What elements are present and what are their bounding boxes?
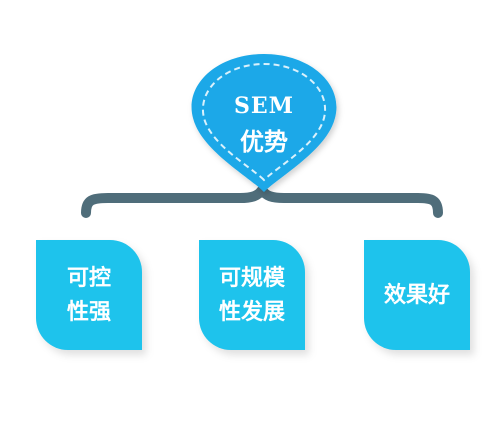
node-label-line: 可控 (66, 265, 111, 291)
node-controllable: 可控 性强 (36, 240, 146, 355)
node-card: 效果好 (364, 240, 470, 350)
root-title-line2: 优势 (240, 127, 288, 156)
root-pin-dashed-outline (201, 62, 327, 182)
node-label-line: 性发展 (218, 299, 285, 325)
node-label-line: 效果好 (383, 282, 450, 308)
bracket-connector (81, 185, 443, 218)
node-scalable: 可规模 性发展 (199, 240, 309, 355)
node-effective: 效果好 (364, 240, 474, 355)
root-title-line1: SEM (233, 93, 294, 119)
root-pin-shape (191, 54, 337, 192)
node-card: 可控 性强 (36, 240, 142, 350)
node-label-line: 可规模 (218, 265, 285, 291)
node-label-line: 性强 (66, 299, 111, 325)
node-card: 可规模 性发展 (199, 240, 305, 350)
